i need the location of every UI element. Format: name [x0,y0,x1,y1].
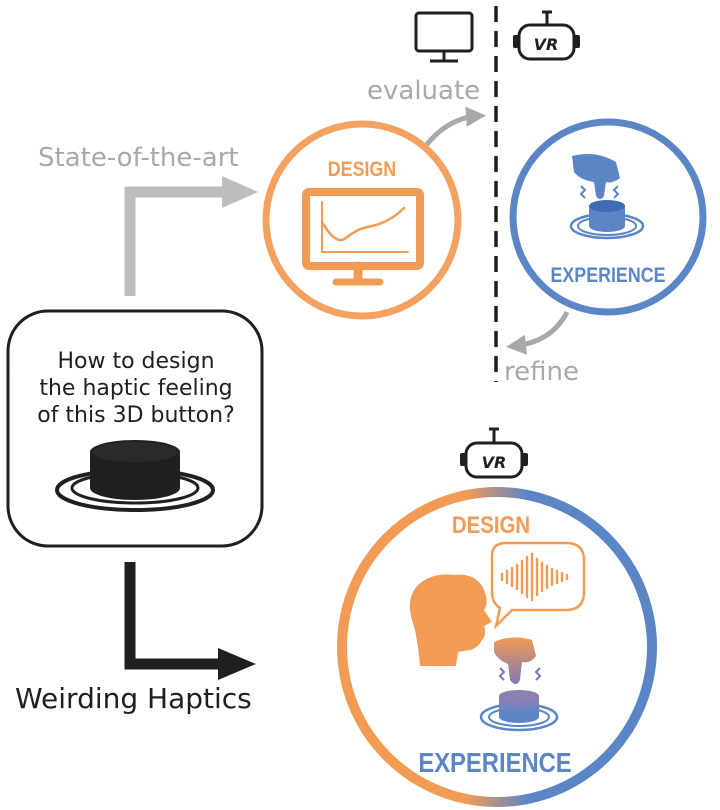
question-line-1: How to design [57,349,214,374]
hand-press-icon [572,154,620,199]
vibration-marks-icon-bottom [498,667,542,681]
experience-label-bottom: EXPERIENCE [418,746,571,778]
design-label-bottom: DESIGN [452,511,530,538]
question-line-3: of this 3D button? [37,403,235,428]
vr-label-bottom: VR [482,453,507,472]
hand-press-icon-bottom [494,637,536,684]
state-of-the-art-arrowhead [222,176,258,208]
experience-label-top: EXPERIENCE [551,264,666,288]
3d-button-icon-top [569,200,645,240]
weirding-haptics-arrow [124,562,222,670]
state-of-the-art-arrow [124,186,228,296]
refine-label: refine [504,357,579,387]
evaluate-arrow [418,106,486,154]
state-of-the-art-label: State-of-the-art [38,143,239,173]
vr-label-top: VR [534,35,559,54]
desktop-monitor-icon [414,11,474,63]
chart-monitor-icon [302,188,424,286]
vibration-marks-icon [579,185,620,199]
3d-button-icon-bottom [479,690,559,732]
waveform-icon [500,552,569,602]
design-circle [262,120,462,320]
speaking-head-icon [409,574,492,666]
vr-headset-icon: VR [513,10,580,61]
weirding-haptics-arrowhead [218,648,256,680]
design-label-top: DESIGN [328,158,396,182]
evaluate-label: evaluate [367,76,480,106]
vr-headset-icon-bottom: VR [460,427,528,479]
3d-button-icon-question [55,440,215,512]
weirding-haptics-label: Weirding Haptics [15,682,252,715]
refine-arrow [506,310,570,355]
question-line-2: the haptic feeling [39,376,232,401]
